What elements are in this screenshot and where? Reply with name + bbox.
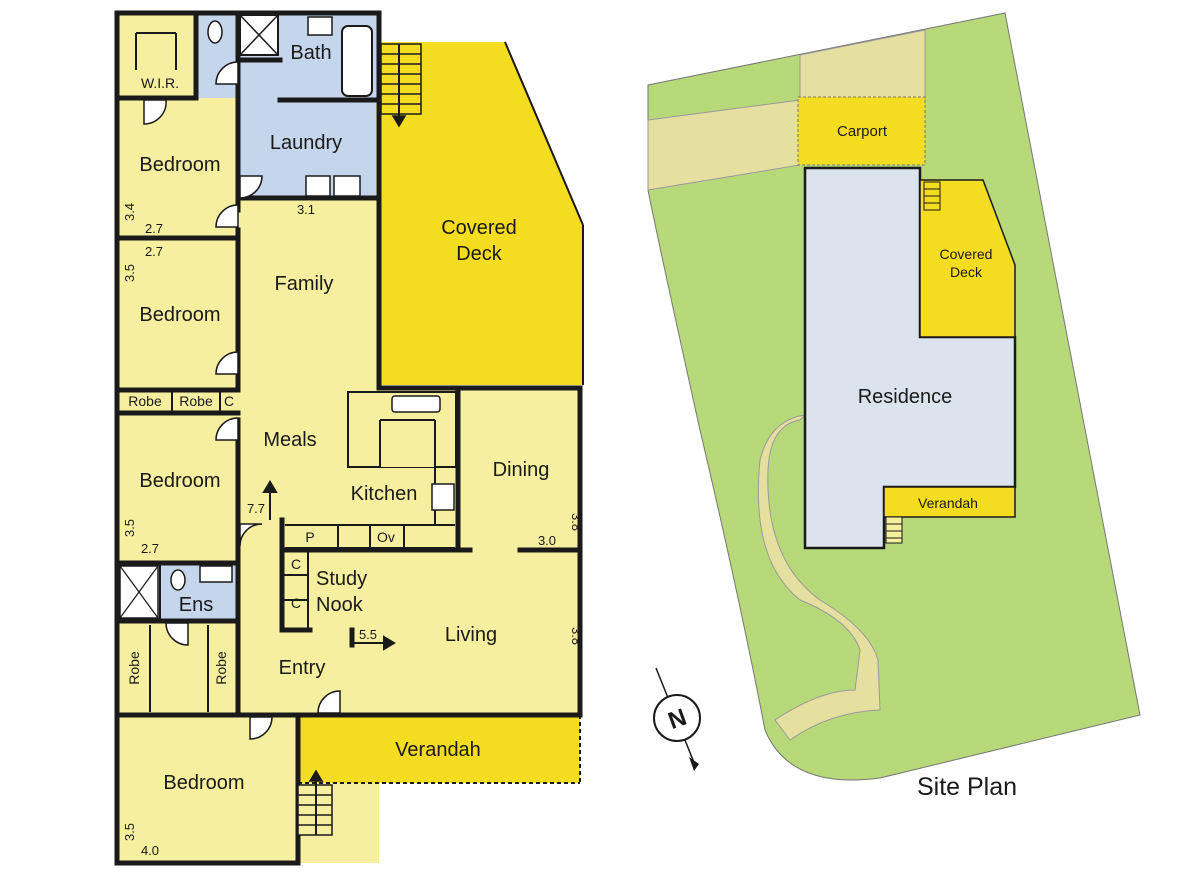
robe-4-label: Robe — [213, 651, 229, 685]
site-stairs — [885, 181, 941, 544]
meals-length-dim: 7.7 — [247, 501, 265, 516]
robe-1-label: Robe — [128, 393, 162, 409]
bed3-height-dim: 3.5 — [122, 519, 137, 537]
wir-label: W.I.R. — [141, 75, 179, 91]
washer-icon — [333, 175, 361, 197]
cooktop-icon — [431, 483, 455, 511]
bed4-height-dim: 3.5 — [122, 823, 137, 841]
dining-width-dim: 3.0 — [538, 533, 556, 548]
robe-2-label: Robe — [179, 393, 213, 409]
bed2-height-dim: 3.5 — [122, 264, 137, 282]
laundry-label: Laundry — [270, 132, 342, 154]
bed1-height-dim: 3.4 — [122, 203, 137, 221]
oven-label: Ov — [377, 529, 395, 545]
north-compass-icon: N — [653, 667, 701, 771]
shower-cross — [239, 14, 279, 56]
site-residence-label: Residence — [858, 386, 953, 408]
study-label-2: Nook — [316, 594, 364, 616]
laundry-tub-icon — [305, 175, 331, 197]
bed1-width-dim: 2.7 — [145, 221, 163, 236]
site-deck-label-1: Covered — [940, 246, 993, 262]
entry-label: Entry — [279, 657, 326, 679]
bed4-width-dim: 4.0 — [141, 843, 159, 858]
pantry-label: P — [305, 529, 314, 545]
meals-arrow-icon — [262, 480, 278, 520]
site-deck-area — [919, 179, 1016, 338]
site-deck-label-2: Deck — [950, 264, 983, 280]
bath-label: Bath — [290, 42, 331, 64]
robe-3-label: Robe — [126, 651, 142, 685]
bed3-width-dim: 2.7 — [141, 541, 159, 556]
kitchen-sink-icon — [391, 395, 441, 413]
ens-toilet-icon — [170, 569, 186, 591]
site-plan: Carport Residence Covered Deck Verandah … — [647, 12, 1141, 801]
bedroom-2-label: Bedroom — [139, 304, 220, 326]
bedroom-1-label: Bedroom — [139, 154, 220, 176]
ens-shower-cross — [119, 565, 159, 619]
floor-walls — [114, 10, 583, 866]
carport-area — [797, 96, 926, 166]
covered-deck-label-1: Covered — [441, 217, 517, 239]
c-1-label: C — [224, 393, 234, 409]
c-2-label: C — [291, 556, 301, 572]
living-label: Living — [445, 624, 497, 646]
ens-label: Ens — [179, 594, 213, 616]
verandah-stairs — [297, 769, 333, 836]
door-swings — [143, 61, 341, 740]
driveway-top — [799, 29, 926, 101]
covered-deck-fill — [379, 42, 583, 385]
floor-thin-walls — [135, 32, 584, 784]
living-height-dim: 3.8 — [569, 627, 584, 645]
site-verandah-label: Verandah — [918, 495, 978, 511]
family-width-dim: 3.1 — [297, 202, 315, 217]
vanity-icon — [307, 16, 333, 36]
deck-stairs — [380, 43, 422, 128]
bed2-width-dim: 2.7 — [145, 244, 163, 259]
bathtub-icon — [341, 25, 373, 97]
bedroom-4-label: Bedroom — [163, 772, 244, 794]
floor-plan: W.I.R. Bath Laundry Bedroom Bedroom Bedr… — [114, 10, 584, 866]
site-carport-label: Carport — [837, 123, 888, 140]
bedroom-3-label: Bedroom — [139, 470, 220, 492]
living-width-dim: 5.5 — [359, 627, 377, 642]
covered-deck-label-2: Deck — [456, 243, 503, 265]
verandah-label: Verandah — [395, 739, 481, 761]
living-arrow-icon — [354, 635, 396, 651]
site-verandah-area — [883, 486, 1016, 518]
dining-label: Dining — [493, 459, 550, 481]
family-label: Family — [275, 273, 334, 295]
toilet-icon — [207, 20, 223, 44]
kitchen-label: Kitchen — [351, 483, 418, 505]
meals-label: Meals — [263, 429, 316, 451]
c-3-label: C — [291, 595, 301, 611]
verandah-fill — [298, 715, 580, 783]
dining-height-dim: 3.8 — [569, 513, 584, 531]
study-label-1: Study — [316, 568, 367, 590]
garden-path — [757, 414, 881, 741]
ens-vanity-icon — [199, 565, 233, 583]
site-plan-title: Site Plan — [917, 773, 1017, 801]
